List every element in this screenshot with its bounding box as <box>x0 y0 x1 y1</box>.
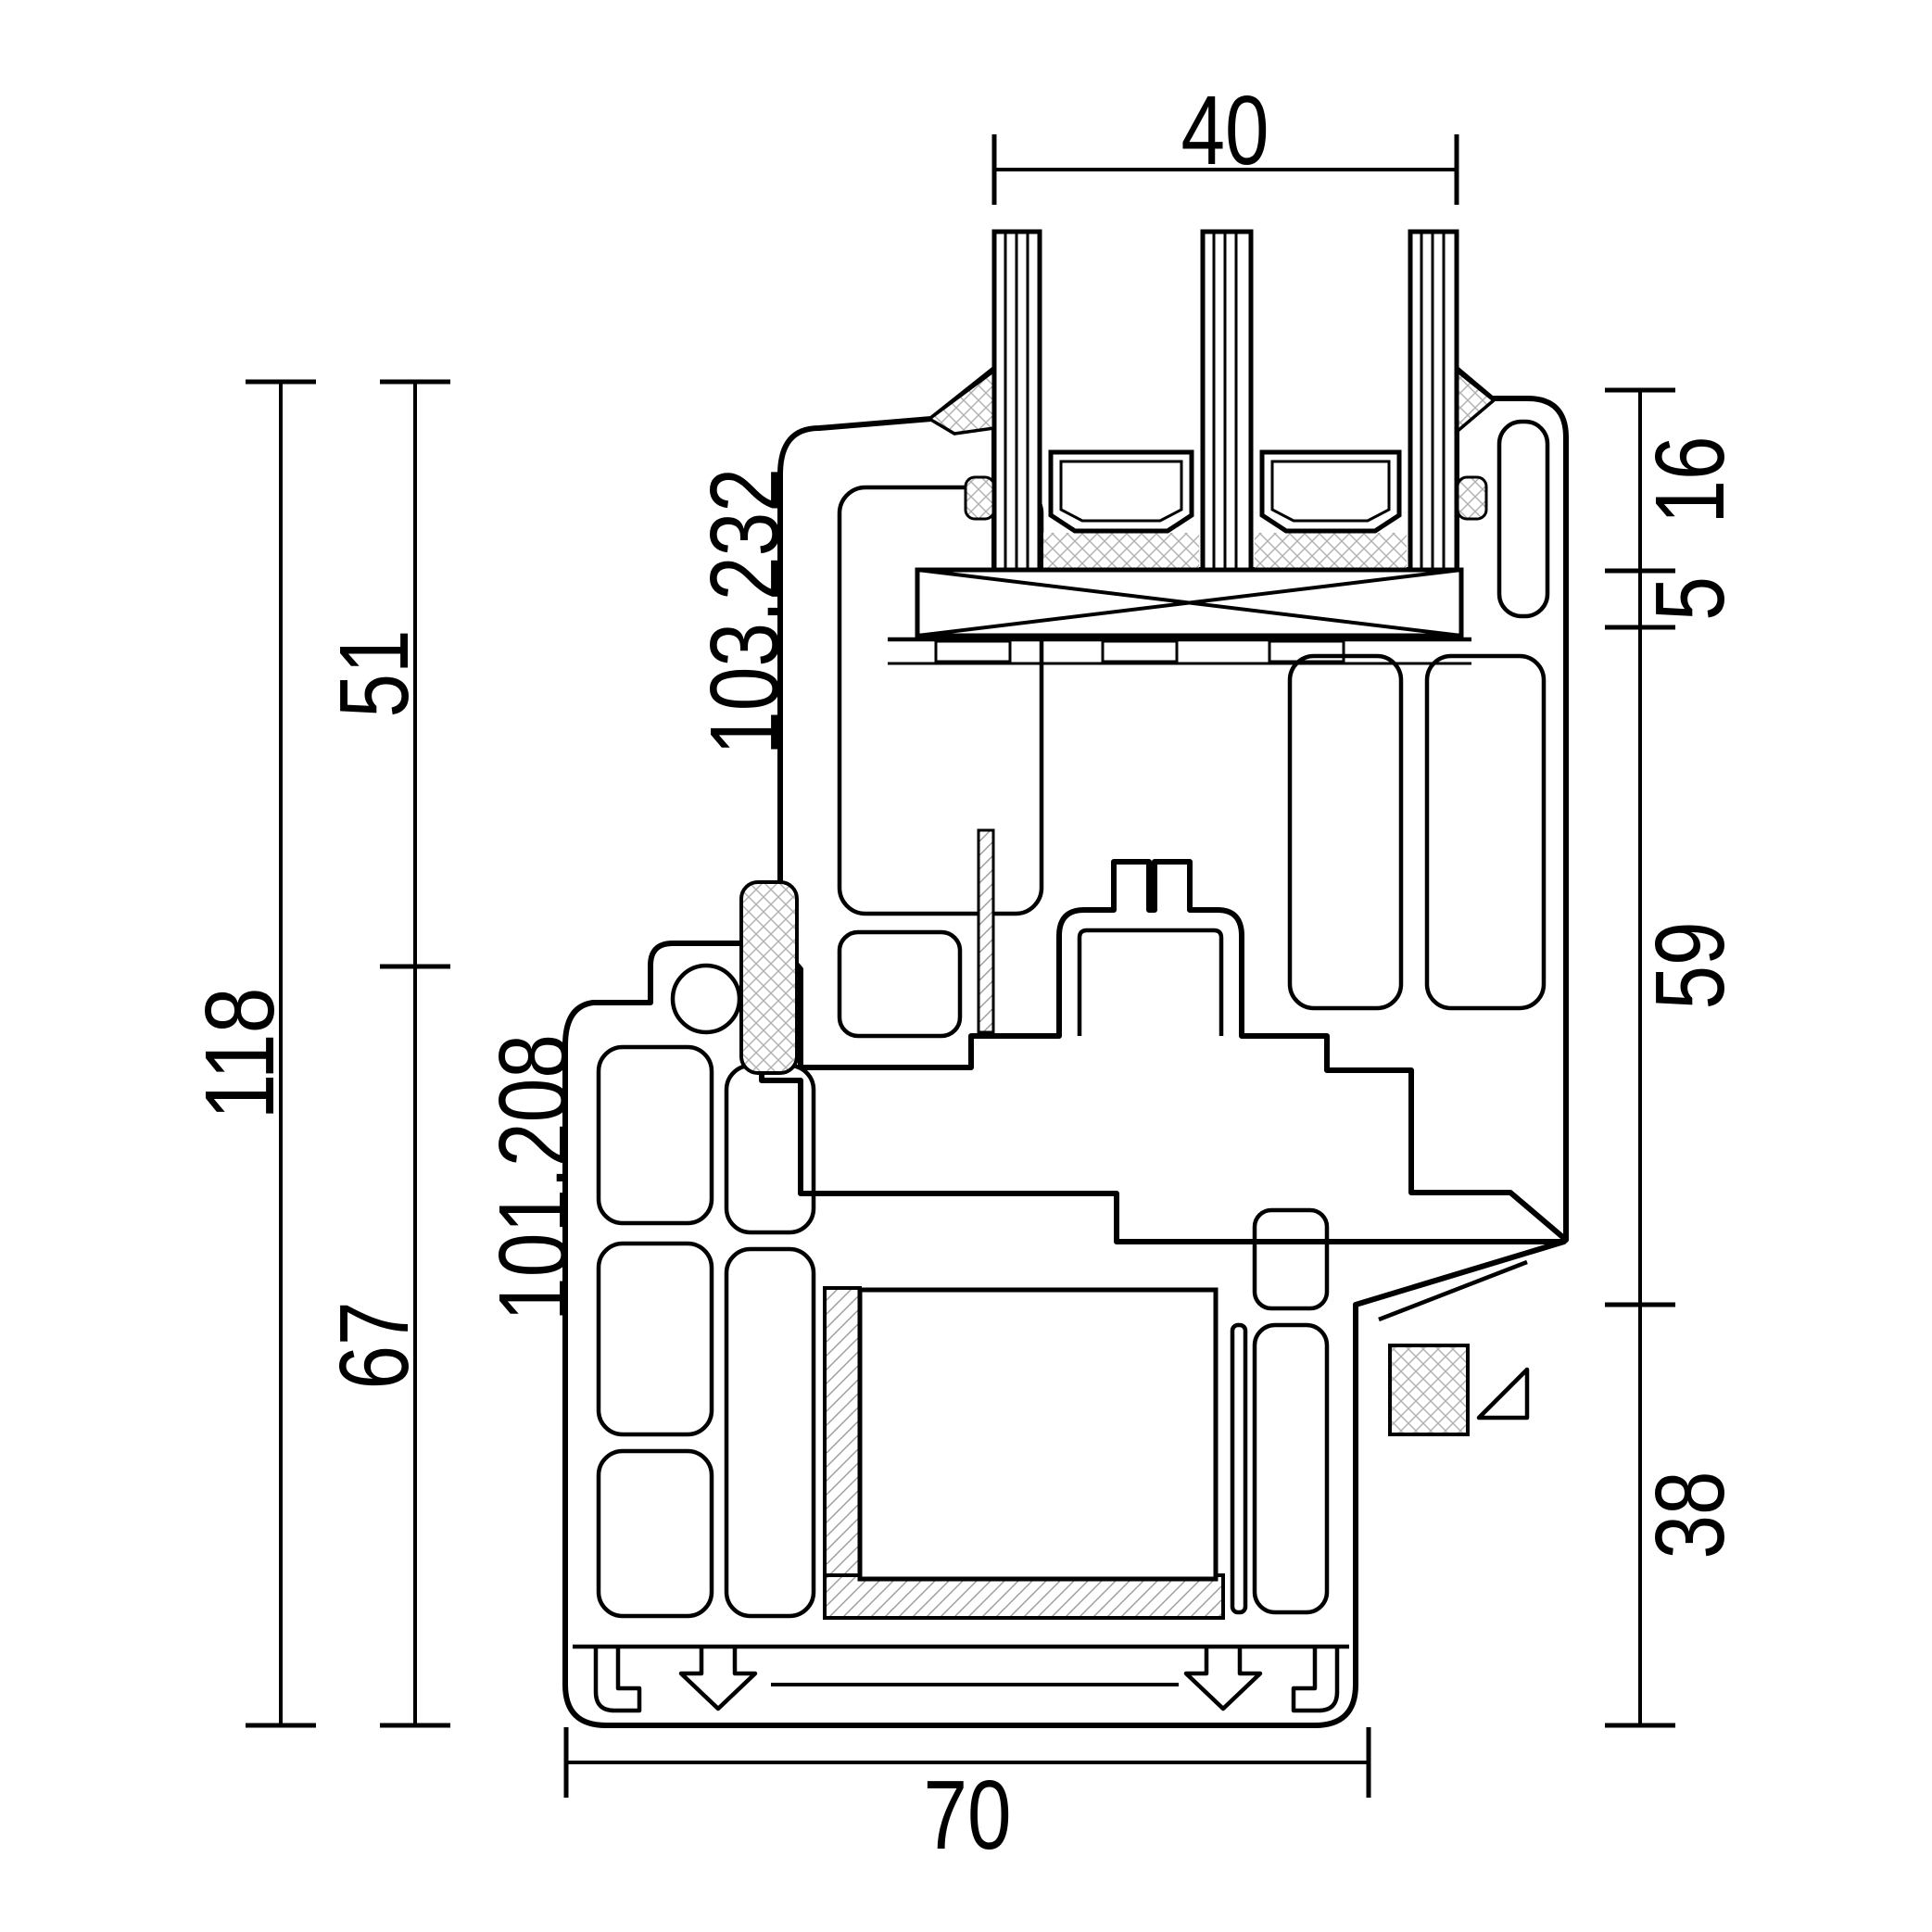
dim-text-total-height: 118 <box>185 988 295 1120</box>
glass-pane-2 <box>1200 229 1254 573</box>
frame-top-gasket <box>739 880 799 1075</box>
frame-chamber-right-upper <box>1252 1207 1330 1311</box>
steel-band-left <box>823 1286 862 1585</box>
setting-block-x2 <box>916 568 1462 638</box>
frame-foot-hook-right <box>1291 1647 1340 1713</box>
sealant-left <box>1043 533 1199 570</box>
frame-foot-hook-left <box>593 1647 642 1713</box>
frame-foot-slot-left <box>678 1647 758 1711</box>
frame-drain-triangle <box>1476 1367 1530 1421</box>
article-labels: 103.232 101.208 <box>479 468 800 1321</box>
dim-text-glass-inset: 16 <box>1635 436 1745 524</box>
sash-chamber-lower-left <box>837 929 963 1039</box>
frame-chamber-right-thin <box>1230 1322 1248 1615</box>
sash-chamber-right-b <box>1424 653 1547 1011</box>
dim-text-setting-block: 5 <box>1635 576 1745 621</box>
glazing-gasket-inner-right <box>1456 475 1488 521</box>
frame-weather-gasket <box>1388 1344 1470 1436</box>
frame-chamber-mid-2 <box>724 1246 816 1619</box>
sash-hardware-groove-echo <box>1077 928 1224 1036</box>
dim-text-frame-zone: 38 <box>1635 1471 1745 1559</box>
steel-chamber-square <box>857 1287 1219 1582</box>
dim-text-frame-height: 67 <box>320 1302 429 1390</box>
sash-chamber-right-a <box>1287 653 1404 1011</box>
dimension-lines: 40 118 51 67 16 5 59 38 70 <box>185 76 1745 1870</box>
sash-chamber-right-small <box>1496 419 1550 619</box>
frame-chamber-left-3 <box>596 1448 714 1619</box>
glazing-unit <box>915 229 1496 638</box>
frame-article-label: 101.208 <box>479 1034 588 1321</box>
spacer-right <box>1259 449 1402 534</box>
steel-band-bottom <box>823 1573 1225 1620</box>
dim-text-sash-height: 51 <box>320 630 429 718</box>
frame-chamber-left-2 <box>596 1241 714 1437</box>
frame-chamber-left-1 <box>596 1044 714 1226</box>
rebate-rib-3 <box>1268 639 1345 663</box>
dim-text-sash-zone: 59 <box>1635 922 1745 1010</box>
sealant-right <box>1255 533 1407 570</box>
glazing-gasket-outer-left <box>926 367 996 436</box>
sash-chamber-main <box>837 485 1044 916</box>
spacer-left <box>1048 449 1194 534</box>
frame-chamber-right <box>1252 1322 1330 1615</box>
glass-pane-surface-lines <box>1004 232 1446 570</box>
glazing-gasket-inner-left <box>964 475 996 521</box>
sash-steel-strip <box>977 828 995 1034</box>
sash-article-label: 103.232 <box>690 468 800 755</box>
frame-slope-inner-line <box>1378 1259 1528 1322</box>
frame-foot-slot-right <box>1183 1647 1263 1711</box>
rebate-rib-1 <box>934 639 1012 663</box>
frame-profile <box>562 880 1567 1728</box>
spacer-left-inner <box>1059 460 1183 523</box>
rebate-rib-2 <box>1101 639 1179 663</box>
dim-text-glazing-width: 40 <box>1181 76 1269 185</box>
spacer-right-inner <box>1270 460 1391 523</box>
dim-text-frame-depth: 70 <box>924 1761 1012 1870</box>
